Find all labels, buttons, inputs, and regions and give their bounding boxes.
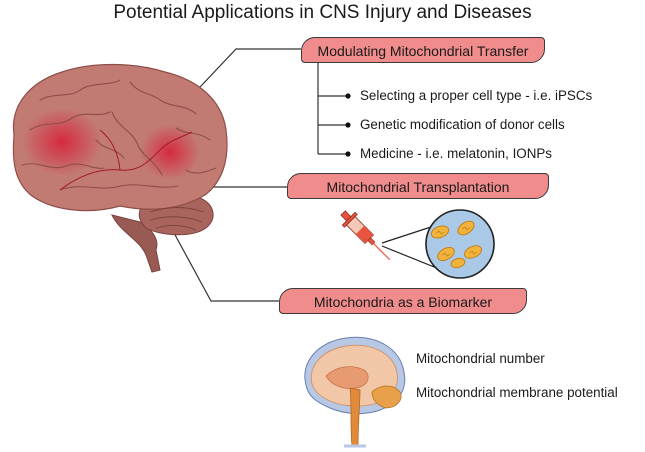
lesion-parietal bbox=[140, 124, 200, 180]
lesion-frontal bbox=[22, 108, 102, 176]
diagram-title: Potential Applications in CNS Injury and… bbox=[113, 2, 532, 23]
bullet-dots bbox=[345, 93, 351, 157]
connector-biomarker bbox=[173, 232, 279, 302]
modulating-item: Selecting a proper cell type - i.e. iPSC… bbox=[360, 88, 593, 103]
syringe-icon bbox=[340, 210, 391, 261]
modulating-item: Genetic modification of donor cells bbox=[360, 117, 565, 132]
blood-vessels bbox=[59, 129, 193, 191]
box-mitochondria-as-biomarker: Mitochondria as a Biomarker bbox=[279, 288, 527, 314]
box-modulating-mitochondrial-transfer: Modulating Mitochondrial Transfer bbox=[301, 37, 545, 63]
brain-sagittal-icon bbox=[304, 336, 406, 448]
modulating-item: Medicine - i.e. melatonin, IONPs bbox=[360, 146, 553, 161]
box-mitochondrial-transplantation: Mitochondrial Transplantation bbox=[287, 173, 549, 199]
connector-modulating bbox=[183, 48, 301, 105]
cerebellum-folds bbox=[149, 207, 205, 231]
biomarker-item: Mitochondrial number bbox=[416, 351, 545, 366]
mitochondria-vial-icon bbox=[425, 209, 495, 279]
biomarker-item: Mitochondrial membrane potential bbox=[416, 385, 618, 400]
brain-illustration bbox=[12, 63, 228, 273]
brain-folds bbox=[21, 79, 217, 191]
